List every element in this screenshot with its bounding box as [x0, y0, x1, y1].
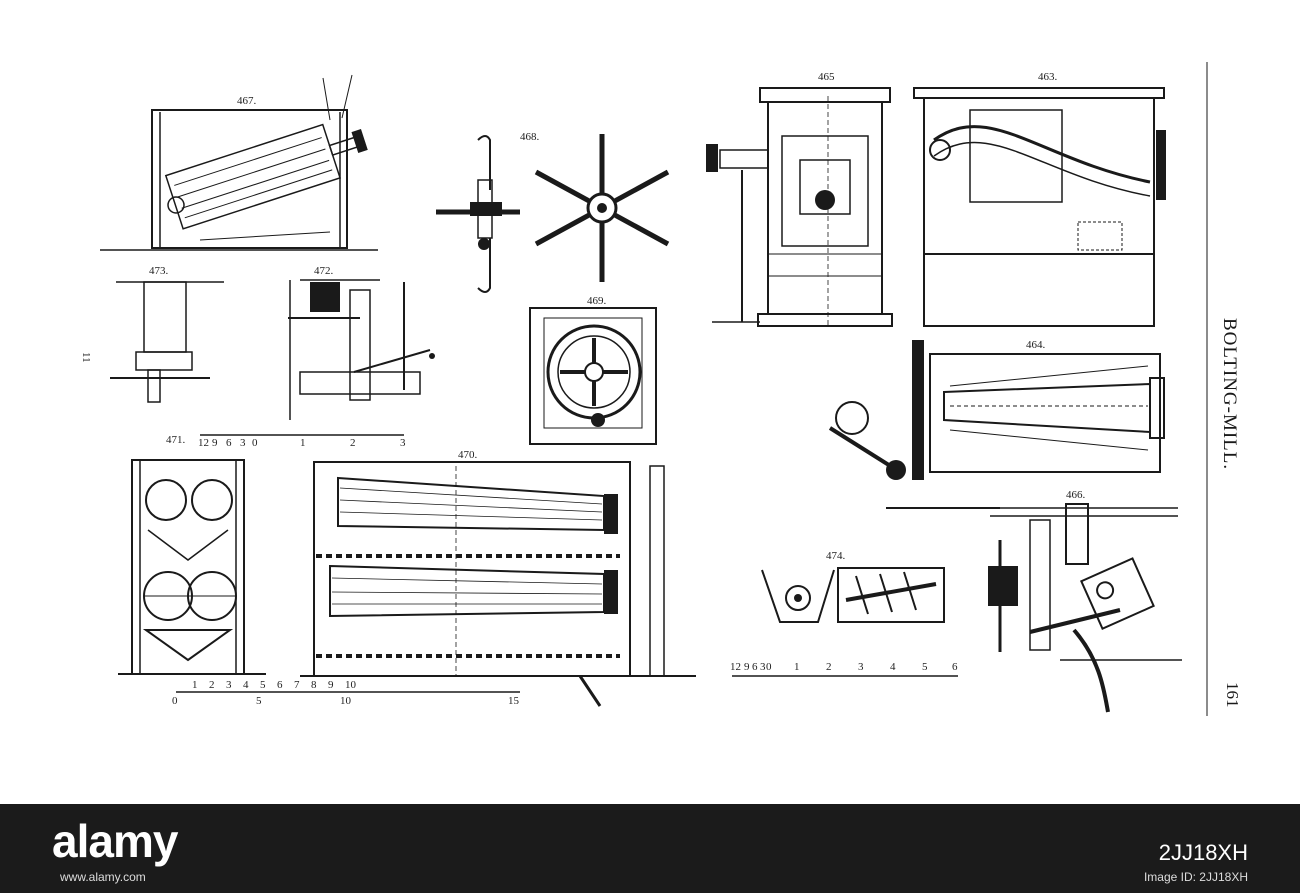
- fig-472-label: 472.: [314, 265, 334, 277]
- engraving-plate: 467. 468.: [80, 62, 1242, 716]
- figure-464: 464.: [828, 339, 1165, 509]
- figure-469: 469.: [529, 295, 657, 445]
- scale-a-tick-6: 2: [350, 437, 356, 449]
- scale-b-sub-1: 5: [256, 695, 262, 707]
- fig-469-label: 469.: [587, 295, 607, 307]
- scale-b-tick-7: 8: [311, 679, 317, 691]
- alamy-logo: alamy: [52, 815, 178, 867]
- scale-bar-b: 1 2 3 4 5 6 7 8 9 10 0 5 10 15: [172, 679, 520, 707]
- scale-b-tick-1: 2: [209, 679, 215, 691]
- fig-465-label: 465: [818, 71, 835, 83]
- scale-c-tick-6: 2: [826, 661, 832, 673]
- fig-473-label: 473.: [149, 265, 169, 277]
- figure-472: 472.: [288, 265, 435, 420]
- scale-a-tick-7: 3: [400, 437, 406, 449]
- stock-footer-bar: alamy www.alamy.com 2JJ18XH Image ID: 2J…: [0, 804, 1300, 893]
- scale-c-tick-0: 12: [730, 661, 741, 673]
- scale-b-tick-3: 4: [243, 679, 249, 691]
- scale-b-tick-5: 6: [277, 679, 283, 691]
- scale-a-tick-1: 9: [212, 437, 218, 449]
- figure-463: 463.: [913, 71, 1166, 327]
- figure-471: 471.: [118, 434, 266, 675]
- fig-467-label: 467.: [237, 95, 257, 107]
- scale-b-sub-3: 15: [508, 695, 520, 707]
- footer-site-url: www.alamy.com: [60, 870, 146, 884]
- running-title: BOLTING-MILL.: [1219, 318, 1240, 471]
- scale-c-tick-10: 6: [952, 661, 958, 673]
- figure-465: 465: [706, 71, 893, 327]
- scale-bar-a: 12 9 6 3 0 1 2 3: [198, 434, 406, 449]
- scale-b-tick-0: 1: [192, 679, 198, 691]
- scale-c-tick-5: 1: [794, 661, 800, 673]
- scale-b-tick-9: 10: [345, 679, 357, 691]
- left-margin-number: 11: [80, 352, 92, 363]
- footer-image-code: 2JJ18XH: [1158, 840, 1248, 865]
- scale-b-tick-6: 7: [294, 679, 300, 691]
- fig-470-label: 470.: [458, 449, 478, 461]
- figure-468: 468.: [436, 131, 670, 293]
- scale-b-tick-4: 5: [260, 679, 266, 691]
- scale-b-tick-2: 3: [226, 679, 232, 691]
- scale-c-tick-4: 0: [766, 661, 772, 673]
- scale-b-sub-0: 0: [172, 695, 178, 707]
- scale-a-tick-2: 6: [226, 437, 232, 449]
- fig-464-label: 464.: [1026, 339, 1046, 351]
- fig-468-label: 468.: [520, 131, 540, 143]
- scale-a-tick-0: 12: [198, 437, 209, 449]
- figure-474: 474.: [761, 550, 945, 623]
- scale-c-tick-2: 6: [752, 661, 758, 673]
- scale-c-tick-7: 3: [858, 661, 864, 673]
- scale-bar-c: 12 9 6 3 0 1 2 3 4 5 6: [730, 661, 958, 677]
- fig-466-label: 466.: [1066, 489, 1086, 501]
- footer-image-id: Image ID: 2JJ18XH: [1143, 870, 1248, 884]
- scale-b-tick-8: 9: [328, 679, 334, 691]
- page-number: 161: [1223, 682, 1242, 708]
- scale-b-sub-2: 10: [340, 695, 352, 707]
- scale-c-tick-9: 5: [922, 661, 928, 673]
- scale-c-tick-3: 3: [760, 661, 766, 673]
- scale-c-tick-8: 4: [890, 661, 896, 673]
- scale-c-tick-1: 9: [744, 661, 750, 673]
- scale-a-tick-4: 0: [252, 437, 258, 449]
- fig-474-label: 474.: [826, 550, 846, 562]
- scale-a-tick-3: 3: [240, 437, 246, 449]
- figure-467: 467.: [100, 74, 378, 251]
- plate-drawing: 467. 468.: [100, 62, 1208, 716]
- fig-463-label: 463.: [1038, 71, 1058, 83]
- fig-471-label: 471.: [166, 434, 186, 446]
- figure-466: 466.: [988, 489, 1182, 713]
- scale-a-tick-5: 1: [300, 437, 306, 449]
- figure-473: 473.: [110, 265, 224, 403]
- figure-470: 470.: [300, 449, 696, 707]
